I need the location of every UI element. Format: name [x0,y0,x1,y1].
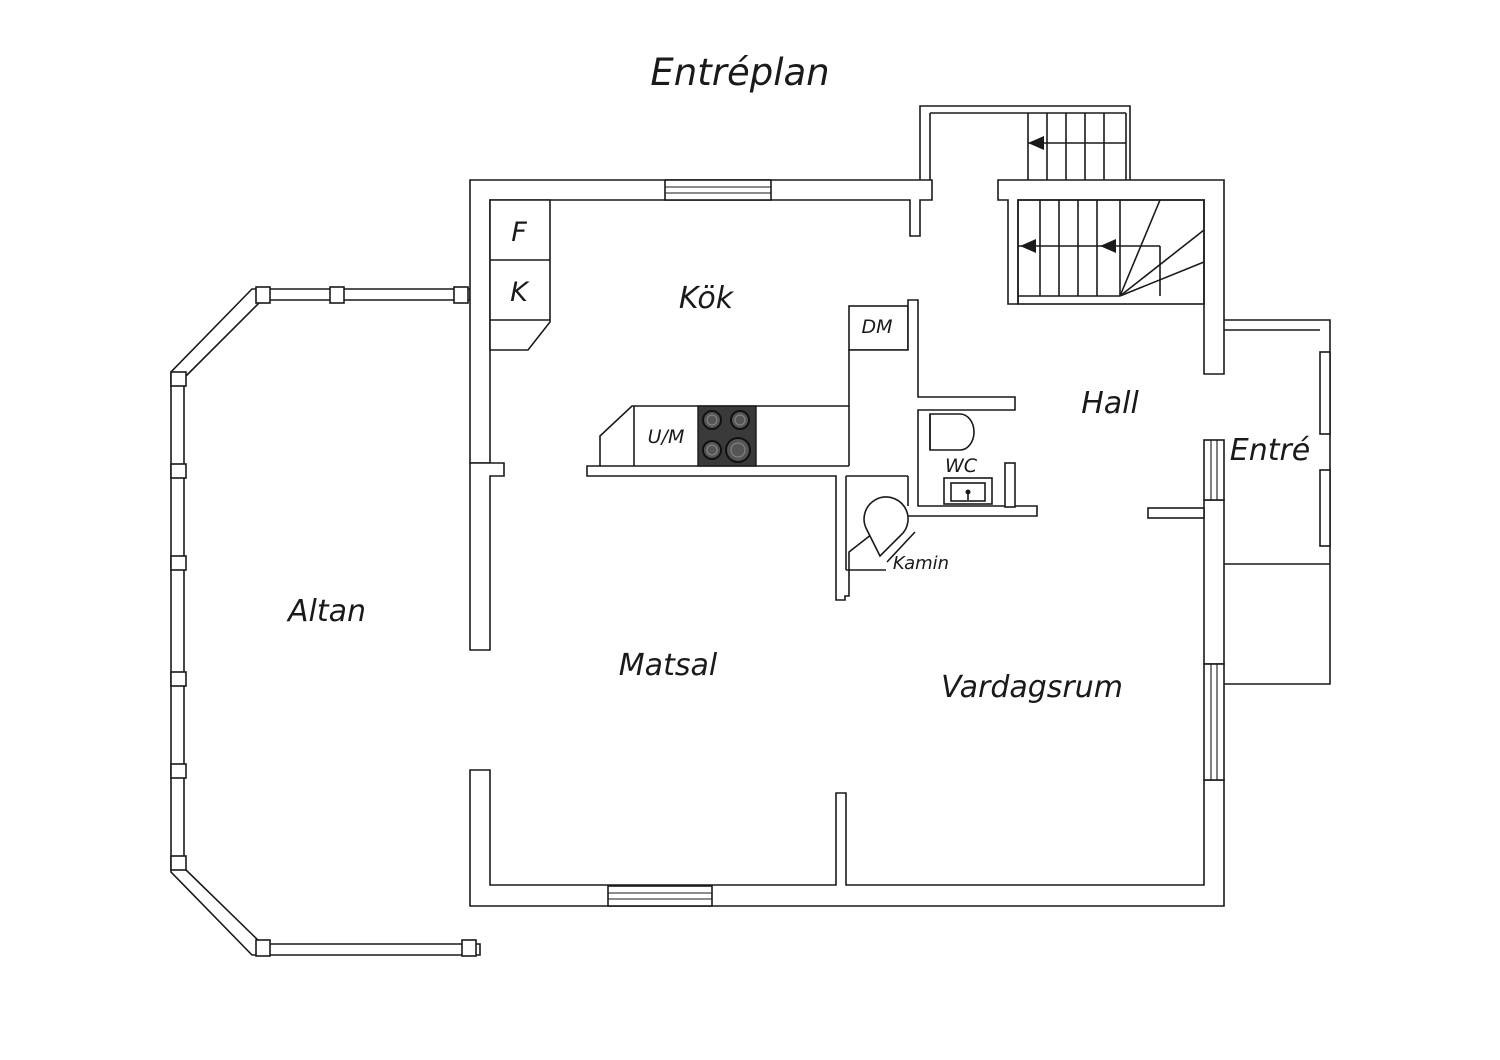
room-label-kok: Kök [679,281,735,316]
fireplace-symbol [863,496,916,563]
entre-porch [1224,319,1331,685]
fixture-label-fridge: F [511,217,527,248]
room-label-vardagsrum: Vardagsrum [941,670,1123,705]
fixture-label-dishwasher: DM [861,316,892,338]
fixture-label-wc: WC [945,455,978,477]
outdoor-steps [919,105,1131,180]
interior-staircase [1017,199,1205,305]
wc-room [929,413,1016,508]
room-label-entre: Entré [1230,433,1311,468]
fixture-label-freezer: K [510,277,530,308]
kitchen-cabinets [489,199,551,351]
fixture-label-oven-micro: U/M [648,426,685,448]
cooktop [697,405,757,467]
plan-title: Entréplan [650,51,829,94]
altan-deck [170,286,481,957]
hall-partition [1147,507,1205,519]
room-label-matsal: Matsal [619,648,718,683]
room-label-hall: Hall [1081,386,1139,421]
room-label-altan: Altan [286,594,366,629]
fixture-label-fireplace: Kamin [893,553,949,574]
kitchen-counter [586,299,1038,601]
